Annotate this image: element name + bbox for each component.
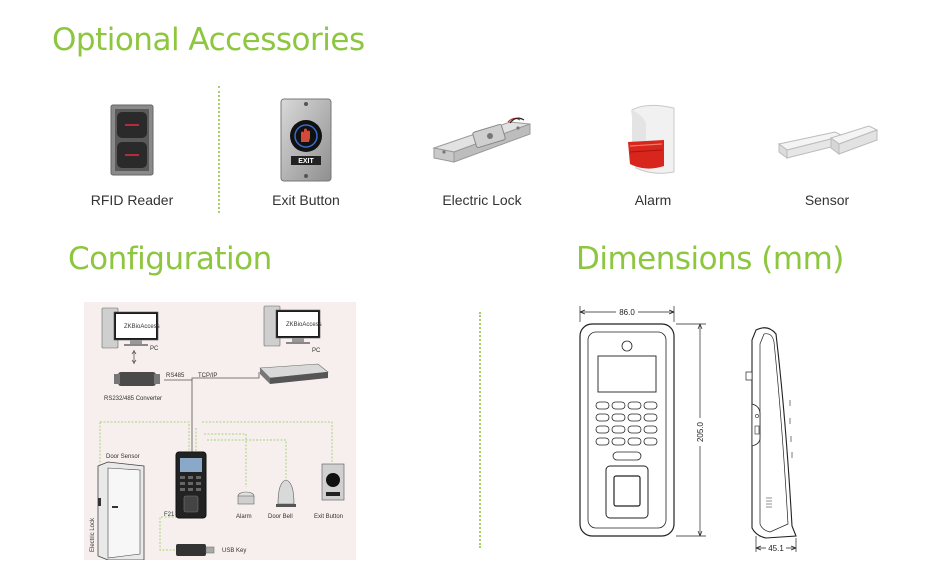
- dimensions-title: Dimensions (mm): [576, 241, 844, 277]
- configuration-wiring: ZKBioAccess PC RS232/485 Converter RS485…: [90, 305, 345, 561]
- network-switch-icon: [259, 363, 329, 384]
- configuration-diagram: ZKBioAccess PC RS232/485 Converter RS485…: [84, 302, 356, 561]
- accessory-electric-lock: Electric Lock: [407, 92, 557, 217]
- side-view: [745, 327, 797, 539]
- accessory-exit-button: EXIT Exit Button: [231, 92, 381, 217]
- accessory-label: Sensor: [804, 192, 850, 208]
- dimension-width: 86.0: [619, 308, 635, 317]
- alarm-small-icon: [237, 491, 255, 505]
- dimension-height: 205.0: [696, 421, 705, 442]
- rs485-label: RS485: [166, 373, 185, 379]
- sensor-icon: [777, 124, 879, 159]
- pc-left-screen: ZKBioAccess: [124, 324, 160, 330]
- door-sensor-label: Door Sensor: [106, 454, 140, 460]
- accessory-rfid-reader: RFID Reader: [57, 92, 207, 217]
- accessories-divider: [218, 86, 220, 213]
- exit-button-small-icon: [321, 463, 345, 501]
- door-icon: [97, 461, 145, 561]
- rfid-reader-icon: [110, 104, 154, 175]
- accessory-sensor: Sensor: [752, 92, 902, 217]
- usb-key-label: USB Key: [222, 548, 246, 554]
- electric-lock-label: Electric Lock: [90, 517, 96, 552]
- exit-button-icon: EXIT: [280, 98, 332, 181]
- usb-key-icon: [176, 544, 215, 556]
- door-bell-icon: [276, 479, 296, 507]
- f21-device-icon: [175, 451, 207, 519]
- pc-left-icon: [101, 307, 159, 349]
- alarm-label: Alarm: [236, 514, 252, 520]
- front-view: [579, 323, 675, 537]
- electric-lock-icon: [432, 116, 531, 163]
- exit-button-label: Exit Button: [314, 514, 343, 520]
- accessory-label: RFID Reader: [90, 192, 174, 208]
- pc-right-screen: ZKBioAccess: [286, 322, 322, 328]
- pc-right-label: PC: [312, 348, 321, 354]
- dimensions-drawing: 86.0 205.0: [579, 306, 797, 553]
- converter-label: RS232/485 Converter: [104, 396, 162, 402]
- configuration-title: Configuration: [68, 241, 272, 277]
- device-label: F21: [164, 512, 175, 518]
- accessory-label: Exit Button: [272, 192, 340, 208]
- exit-button-text: EXIT: [298, 158, 314, 165]
- pc-right-icon: [263, 305, 321, 347]
- accessories-title: Optional Accessories: [52, 22, 365, 58]
- pc-left-label: PC: [150, 346, 159, 352]
- accessory-label: Alarm: [634, 192, 672, 208]
- accessory-label: Electric Lock: [442, 192, 522, 208]
- alarm-icon: [628, 104, 675, 174]
- accessory-alarm: Alarm: [578, 92, 728, 217]
- section-divider: [479, 312, 481, 548]
- converter-icon: [114, 372, 160, 386]
- door-bell-label: Door Bell: [268, 514, 293, 520]
- dimension-depth: 45.1: [768, 544, 784, 553]
- tcpip-label: TCP/IP: [198, 373, 217, 379]
